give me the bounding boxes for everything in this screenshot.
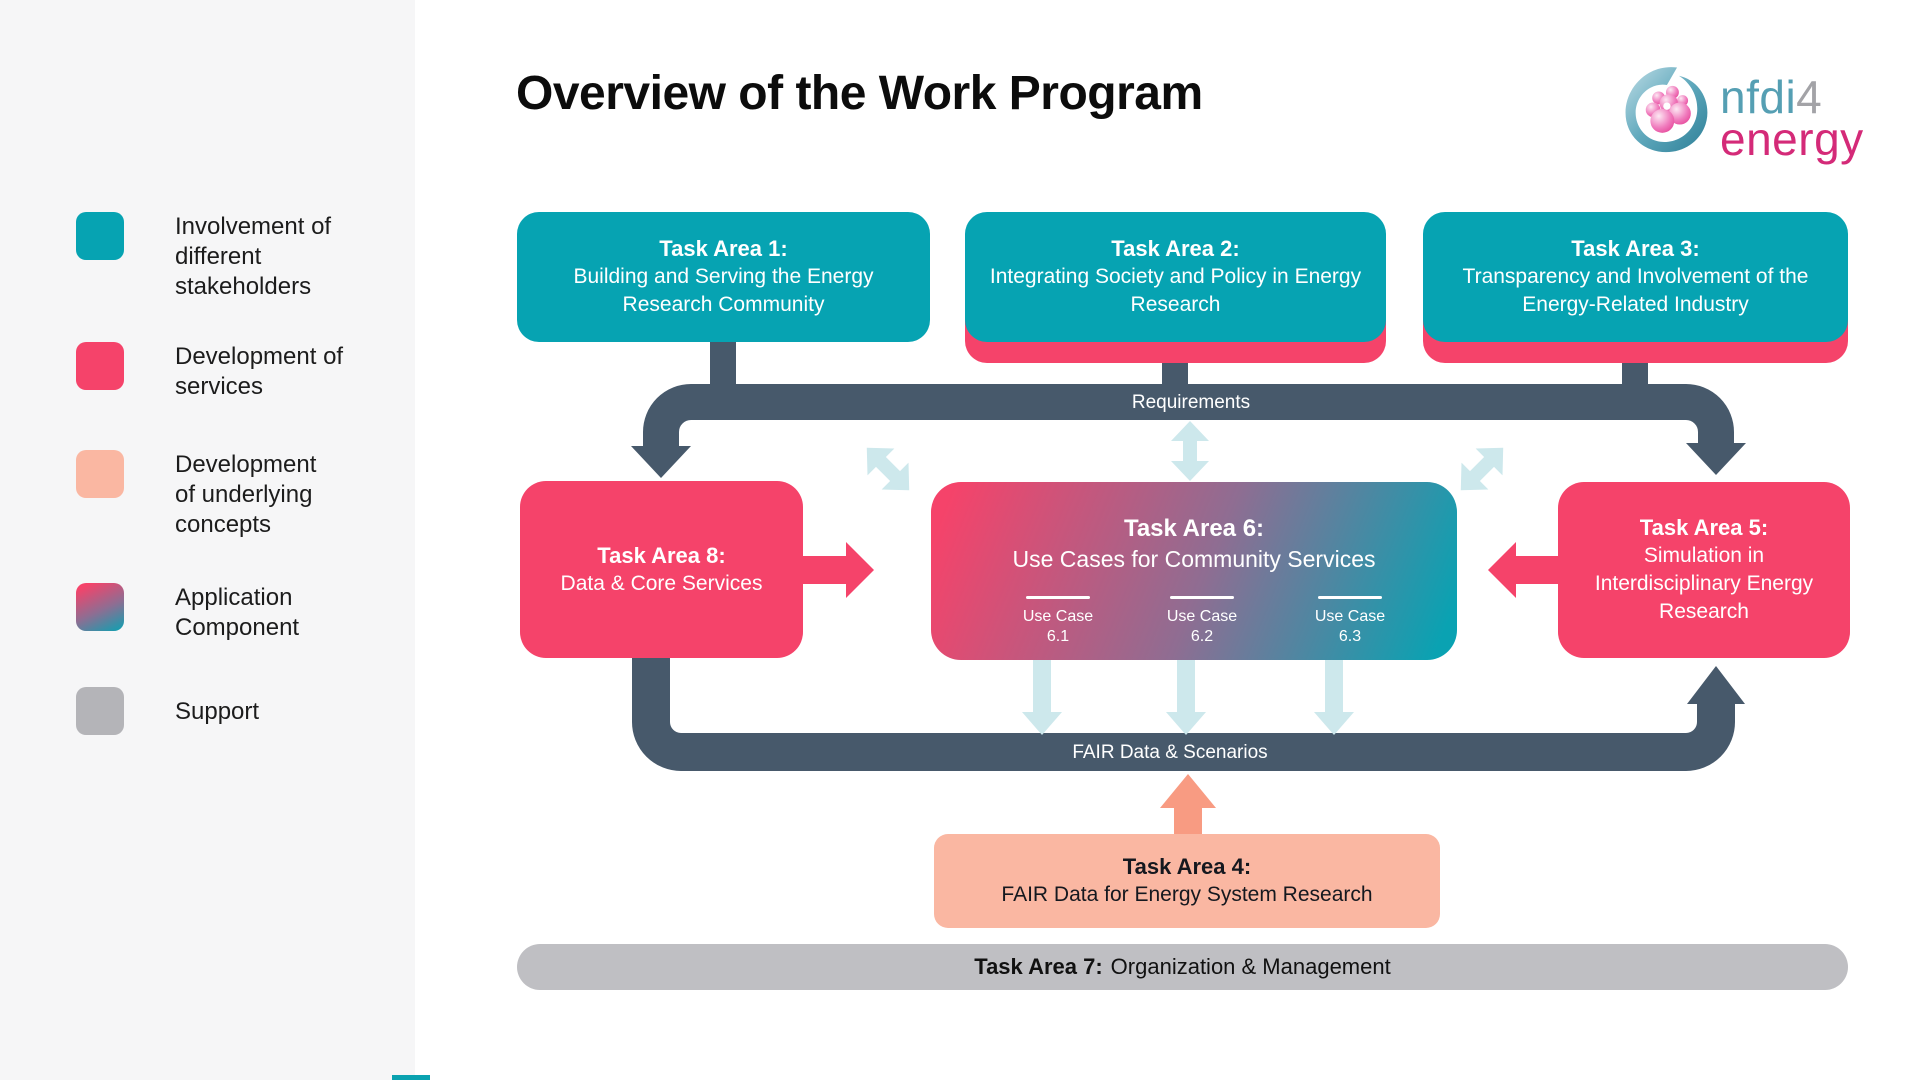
use-case-label: Use Case — [1166, 608, 1238, 625]
arrow-usecase-62-down — [1166, 660, 1206, 735]
arrow-down-to-ta5 — [1686, 443, 1746, 475]
use-case-divider — [1318, 596, 1382, 599]
task-area-8: Task Area 8: Data & Core Services — [520, 481, 803, 658]
logo-energy: energy — [1720, 113, 1864, 165]
task-area-7: Task Area 7: Organization & Management — [517, 944, 1848, 990]
legend-label: Application Component — [175, 584, 300, 641]
task-area-3: Task Area 3: Transparency and Involvemen… — [1423, 212, 1848, 363]
nfdi4energy-logo-text: nfdi4 energy — [1720, 74, 1864, 162]
use-case-number: 6.3 — [1338, 628, 1362, 645]
arrow-ta8-to-ta6 — [800, 542, 874, 598]
use-case-row: Use Case 6.1 Use Case 6.2 Use Case 6.3 — [947, 596, 1441, 652]
legend-swatch-peach — [76, 450, 124, 498]
legend-item-support: Support — [76, 687, 259, 735]
use-case-6-3: Use Case 6.3 — [1290, 596, 1410, 647]
task-area-5-body: Simulation in Interdisciplinary Energy R… — [1594, 544, 1814, 623]
legend-swatch-gray — [76, 687, 124, 735]
double-arrow-requirements-ta6 — [1171, 421, 1209, 481]
task-area-6: Task Area 6: Use Cases for Community Ser… — [931, 482, 1457, 660]
use-case-divider — [1170, 596, 1234, 599]
legend-label: Support — [175, 698, 260, 725]
nfdi4energy-logo: nfdi4 energy — [1620, 62, 1864, 162]
task-area-5-heading: Task Area 5: — [1639, 515, 1769, 540]
use-case-6-2: Use Case 6.2 — [1142, 596, 1262, 647]
use-case-divider — [1026, 596, 1090, 599]
arrow-down-to-ta8 — [631, 446, 691, 478]
task-area-7-body: Organization & Management — [1110, 954, 1391, 979]
task-area-4-heading: Task Area 4: — [1122, 854, 1252, 879]
use-case-label: Use Case — [1314, 608, 1386, 625]
nfdi4energy-logo-icon — [1625, 67, 1708, 153]
use-case-number: 6.1 — [1046, 628, 1070, 645]
legend-swatch-gradient — [76, 583, 124, 631]
double-arrow-diagonal-left — [866, 447, 910, 491]
logo-4: 4 — [1796, 71, 1823, 123]
requirements-label: Requirements — [1131, 392, 1251, 413]
arrow-up-to-ta5 — [1687, 666, 1745, 704]
use-case-number: 6.2 — [1190, 628, 1214, 645]
use-case-6-1: Use Case 6.1 — [998, 596, 1118, 647]
legend-item-services: Development of services — [76, 342, 343, 402]
legend-label: Development of services — [175, 343, 344, 400]
legend-item-concepts: Development of underlying concepts — [76, 450, 316, 540]
task-area-2: Task Area 2: Integrating Society and Pol… — [965, 212, 1386, 363]
legend-swatch-teal — [76, 212, 124, 260]
legend-swatch-pink — [76, 342, 124, 390]
fair-data-label: FAIR Data & Scenarios — [1072, 742, 1268, 763]
legend-item-application: Application Component — [76, 583, 299, 643]
task-area-8-heading: Task Area 8: — [597, 542, 726, 568]
task-area-3-heading: Task Area 3: — [1571, 236, 1700, 261]
task-area-5: Task Area 5: Simulation in Interdiscipli… — [1558, 482, 1850, 658]
arrow-usecase-61-down — [1022, 660, 1062, 735]
legend-sidebar — [0, 0, 415, 1080]
task-area-7-heading: Task Area 7: — [974, 954, 1103, 979]
arrow-usecase-63-down — [1314, 660, 1354, 735]
task-area-1-heading: Task Area 1: — [659, 236, 788, 261]
task-area-2-body: Integrating Society and Policy in Energy… — [989, 265, 1362, 316]
legend-label: Involvement of different stakeholders — [175, 213, 332, 300]
use-case-label: Use Case — [1022, 608, 1094, 625]
task-area-2-heading: Task Area 2: — [1111, 236, 1240, 261]
fair-data-band — [632, 652, 1735, 771]
arrow-ta4-up — [1160, 774, 1216, 836]
task-area-8-body: Data & Core Services — [560, 571, 763, 595]
task-area-3-body: Transparency and Involvement of the Ener… — [1462, 265, 1809, 316]
task-area-6-body: Use Cases for Community Services — [1012, 546, 1376, 572]
task-area-1: Task Area 1: Building and Serving the En… — [517, 212, 930, 342]
task-area-4: Task Area 4: FAIR Data for Energy System… — [934, 834, 1440, 928]
logo-nfdi: nfdi — [1720, 71, 1797, 123]
double-arrow-diagonal-right — [1460, 447, 1504, 491]
task-area-6-heading: Task Area 6: — [1123, 515, 1265, 542]
task-area-1-body: Building and Serving the Energy Research… — [573, 265, 874, 316]
arrow-ta5-to-ta6 — [1488, 542, 1562, 598]
page-title: Overview of the Work Program — [516, 67, 1203, 120]
legend-item-stakeholders: Involvement of different stakeholders — [76, 212, 331, 302]
legend-label: Development of underlying concepts — [175, 451, 317, 538]
requirements-band — [643, 384, 1734, 448]
task-area-4-body: FAIR Data for Energy System Research — [1001, 883, 1373, 906]
bottom-accent-strip — [392, 1075, 430, 1080]
